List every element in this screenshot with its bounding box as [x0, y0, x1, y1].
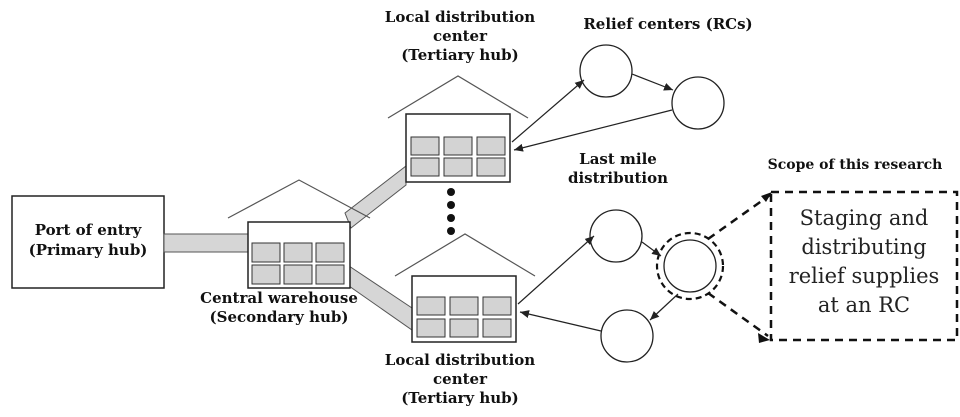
ldc-bottom-line3: (Tertiary hub)	[401, 389, 519, 407]
ldc-top-line2: center	[433, 27, 487, 45]
scope-box	[769, 190, 959, 342]
arrow-ldc-bottom-to-rc	[517, 235, 595, 305]
relief-centers-label: Relief centers (RCs)	[583, 15, 753, 33]
central-line2: (Secondary hub)	[209, 308, 349, 326]
arrow-rc1-to-rc2	[631, 73, 674, 91]
ldc-top-line3: (Tertiary hub)	[401, 46, 519, 64]
central-to-ldc-top-connector	[344, 164, 407, 229]
port-of-entry-box	[11, 195, 165, 289]
scope-line-2: distributing	[801, 235, 927, 259]
rc-bottom-1	[589, 209, 643, 263]
ldc-top-label: Local distribution center (Tertiary hub)	[360, 8, 560, 65]
rc-top-2	[671, 76, 725, 130]
central-warehouse-label: Central warehouse (Secondary hub)	[189, 289, 369, 327]
ldc-bottom-line1: Local distribution	[384, 351, 536, 369]
last-mile-label: Last mile distribution	[548, 150, 688, 188]
scope-line-1: Staging and	[799, 206, 929, 230]
zoom-line-bottom	[707, 291, 769, 338]
rc-top-1	[579, 44, 633, 98]
port-line2: (Primary hub)	[28, 241, 148, 259]
scope-line-4: at an RC	[817, 293, 911, 317]
ldc-top	[387, 75, 529, 183]
arrow-rc-b1-to-rc-b2	[641, 241, 662, 257]
scope-body: Staging and distributing relief supplies…	[773, 204, 955, 320]
scope-line-3: relief supplies	[788, 264, 940, 288]
rc-focus-dashed-ring	[655, 231, 725, 301]
ldc-top-line1: Local distribution	[384, 8, 536, 26]
last-mile-line1: Last mile	[579, 150, 657, 168]
arrow-ldc-to-rc	[511, 79, 585, 143]
port-to-central-connector	[163, 233, 249, 253]
ellipsis-dots	[447, 188, 455, 235]
ldc-bottom-line2: center	[433, 370, 487, 388]
central-line1: Central warehouse	[200, 289, 358, 307]
port-line1: Port of entry	[34, 221, 142, 239]
rc-bottom-2	[663, 239, 717, 293]
zoom-line-top	[707, 193, 771, 241]
arrow-rc-b2-to-rc-b3	[649, 293, 679, 321]
arrow-rc-b3-to-ldc	[519, 310, 602, 332]
arrow-rc2-to-ldc	[513, 109, 673, 152]
central-warehouse	[227, 179, 371, 289]
ldc-bottom	[394, 233, 536, 343]
last-mile-line2: distribution	[567, 169, 669, 187]
rc-bottom-3	[600, 309, 654, 363]
scope-title: Scope of this research	[767, 157, 943, 173]
port-of-entry-label: Port of entry (Primary hub)	[12, 220, 164, 260]
ldc-bottom-label: Local distribution center (Tertiary hub)	[360, 351, 560, 408]
